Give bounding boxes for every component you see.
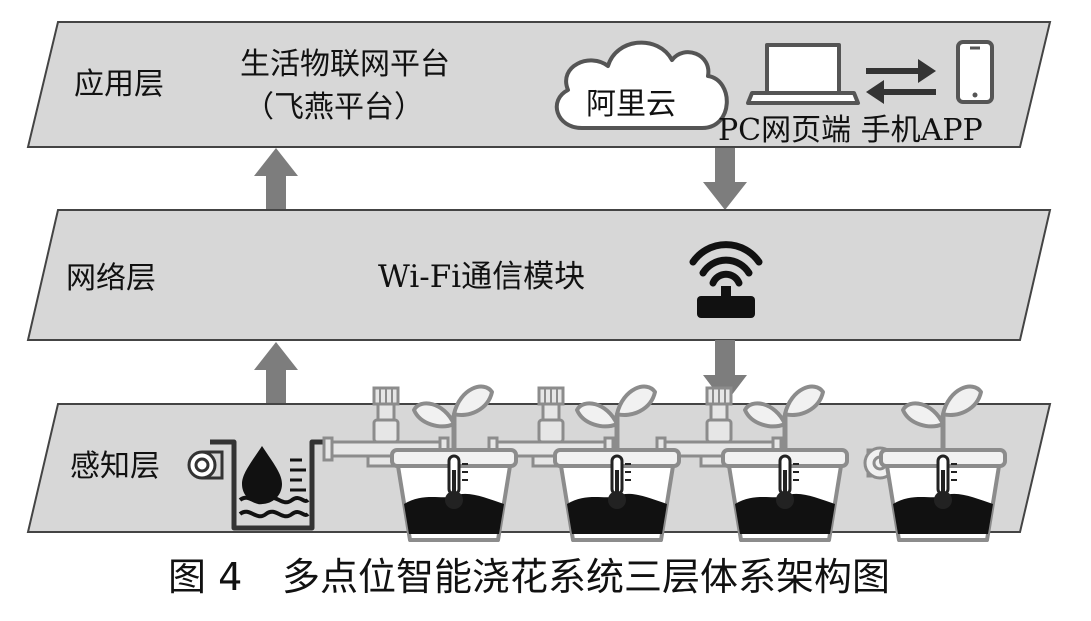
wifi-router-icon [689, 241, 763, 318]
bidirectional-arrows-icon [866, 59, 936, 104]
figure-number: 图 4 [168, 555, 242, 599]
arrow-perception-to-network [254, 342, 298, 404]
figure-title: 多点位智能浇花系统三层体系架构图 [282, 555, 890, 599]
phone-icon [956, 40, 994, 104]
network-layer-label: 网络层 [66, 261, 156, 296]
arrow-network-to-application [254, 148, 298, 210]
cloud-label: 阿里云 [586, 87, 676, 122]
cloud-icon [554, 40, 729, 130]
platform-name: 生活物联网平台 [240, 47, 450, 82]
platform-subtitle: （飞燕平台） [244, 90, 424, 125]
wifi-module-label: Wi-Fi通信模块 [378, 259, 585, 295]
clients-label: PC网页端 手机APP [718, 113, 983, 148]
application-layer-label: 应用层 [74, 67, 164, 102]
perception-layer: 感知层 [26, 387, 1052, 540]
laptop-icon [746, 43, 860, 105]
application-layer: 应用层 生活物联网平台 （飞燕平台） 阿里云 PC网页端 手机APP [26, 21, 1052, 148]
network-layer: 网络层 Wi-Fi通信模块 [26, 209, 1052, 341]
water-pump-icon [187, 450, 224, 480]
perception-layer-label: 感知层 [70, 449, 160, 484]
arrow-application-to-network [703, 148, 747, 210]
water-tank-icon [210, 439, 332, 531]
